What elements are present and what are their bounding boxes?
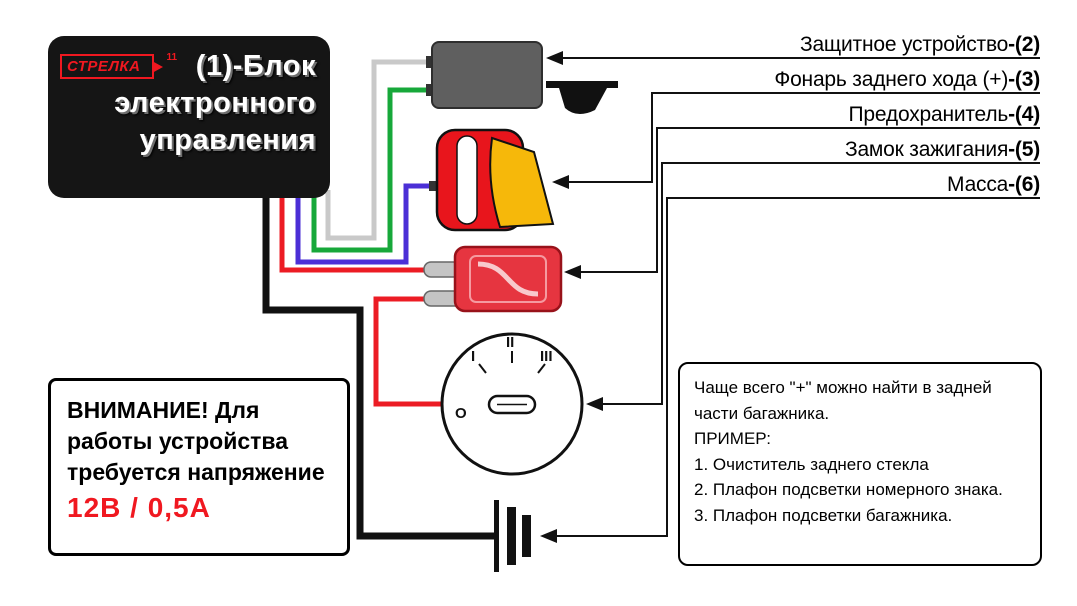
warning-line-3: требуется напряжение bbox=[67, 459, 325, 485]
wire-red-ecu-fuse bbox=[279, 190, 430, 273]
callout-lines bbox=[556, 57, 1040, 537]
wire-gray bbox=[325, 59, 434, 241]
voltage-rating: 12В / 0,5А bbox=[67, 492, 211, 523]
ecu-title-line1: (1)-Блок bbox=[195, 50, 316, 82]
ignition-position-2: II bbox=[506, 334, 514, 351]
callout-number: -(5) bbox=[1008, 138, 1040, 161]
note-line-2: части багажника. bbox=[694, 403, 830, 423]
fuse-element bbox=[477, 261, 539, 297]
ignition-position-1: I bbox=[471, 348, 475, 365]
lamp-connector-nub bbox=[429, 181, 439, 191]
ignition-tick-3 bbox=[537, 363, 546, 374]
lamp-amber-lens bbox=[489, 136, 555, 229]
reverse-lamp-icon bbox=[429, 128, 555, 232]
brand-arrow-icon bbox=[152, 60, 164, 73]
device-body bbox=[431, 41, 543, 109]
protective-device-icon bbox=[426, 41, 618, 115]
note-line-3: ПРИМЕР: bbox=[694, 429, 771, 448]
callout-label-4: Предохранитель-(4) bbox=[849, 103, 1041, 127]
callout-arrow-6 bbox=[540, 529, 557, 543]
note-line-6: 3. Плафон подсветки багажника. bbox=[694, 505, 953, 525]
note-line-1: Чаще всего "+" можно найти в задней bbox=[694, 378, 992, 397]
callout-label-5: Замок зажигания-(5) bbox=[845, 138, 1040, 162]
callout-number: -(3) bbox=[1008, 68, 1040, 91]
callout-line-6 bbox=[556, 197, 1040, 537]
brand-logo-suffix: 11 bbox=[166, 52, 178, 63]
warning-box: ВНИМАНИЕ! Для работы устройства требуетс… bbox=[48, 378, 350, 556]
callout-number: -(6) bbox=[1008, 173, 1040, 196]
ecu-title-line3: управления bbox=[139, 124, 316, 156]
callout-text: Предохранитель bbox=[848, 103, 1009, 126]
callout-arrow-3 bbox=[552, 175, 569, 189]
callout-number: -(4) bbox=[1008, 103, 1040, 126]
buzzer-horn-icon bbox=[559, 88, 607, 115]
ecu-box: СТРЕЛКА 11 (1)-Блок электронного управле… bbox=[48, 36, 330, 198]
wire-black bbox=[262, 190, 496, 540]
fuse-window bbox=[469, 255, 547, 303]
callout-arrow-2 bbox=[546, 51, 563, 65]
ground-bar-3 bbox=[522, 515, 531, 557]
ground-symbol bbox=[494, 500, 531, 572]
callout-line-3 bbox=[568, 92, 1040, 183]
wire-blue bbox=[295, 183, 436, 265]
callout-line-5 bbox=[602, 162, 1040, 405]
buzzer-horn-bar bbox=[546, 81, 618, 88]
ignition-tick-1 bbox=[478, 363, 487, 374]
wire-red-fuse-ignition bbox=[373, 296, 444, 407]
ignition-lock-icon: O I II III bbox=[440, 332, 584, 476]
callout-text: Фонарь заднего хода (+) bbox=[774, 68, 1009, 91]
callout-arrow-4 bbox=[564, 265, 581, 279]
warning-line-2: работы устройства bbox=[67, 428, 289, 454]
callout-label-2: Защитное устройство-(2) bbox=[800, 33, 1040, 57]
note-line-4: 1. Очиститель заднего стекла bbox=[694, 454, 929, 474]
fuse-icon bbox=[423, 245, 563, 313]
wires bbox=[262, 59, 496, 540]
note-box: Чаще всего "+" можно найти в задней част… bbox=[678, 362, 1042, 566]
ground-bar-2 bbox=[507, 507, 516, 565]
callout-line-4 bbox=[580, 127, 1040, 273]
callout-text: Масса bbox=[947, 173, 1009, 196]
ground-bar-1 bbox=[494, 500, 499, 572]
callout-label-6: Масса-(6) bbox=[947, 173, 1040, 197]
warning-line-1: ВНИМАНИЕ! Для bbox=[67, 397, 260, 423]
callout-text: Защитное устройство bbox=[799, 33, 1009, 56]
ignition-position-0: O bbox=[455, 405, 467, 422]
callout-arrow-5 bbox=[586, 397, 603, 411]
lamp-white-stripe bbox=[456, 135, 478, 225]
ecu-title-line2: электронного bbox=[114, 87, 316, 119]
note-line-5: 2. Плафон подсветки номерного знака. bbox=[694, 480, 1003, 499]
callout-label-3: Фонарь заднего хода (+)-(3) bbox=[774, 68, 1040, 92]
ecu-header-row: СТРЕЛКА 11 (1)-Блок bbox=[60, 48, 316, 85]
brand-logo-text: СТРЕЛКА bbox=[60, 54, 164, 79]
callout-arrows bbox=[540, 51, 603, 543]
ignition-position-3: III bbox=[540, 348, 553, 365]
brand-logo: СТРЕЛКА 11 bbox=[60, 52, 178, 79]
wire-green bbox=[311, 87, 434, 253]
callout-number: -(2) bbox=[1008, 33, 1040, 56]
callout-text: Замок зажигания bbox=[844, 138, 1009, 161]
